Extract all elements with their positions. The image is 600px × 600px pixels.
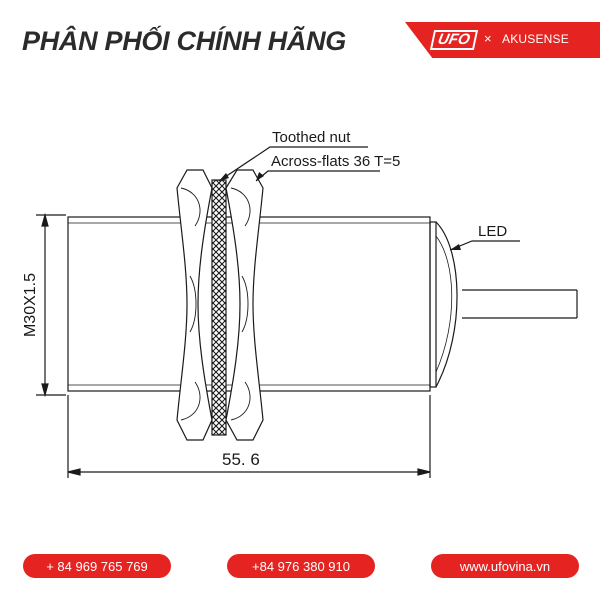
website-text: www.ufovina.vn <box>459 558 551 574</box>
toothed-nut-leader-arrow <box>219 173 229 181</box>
label-across-flats: Across-flats 36 T=5 <box>271 153 400 170</box>
phone-2-text: +84 976 380 910 <box>252 558 350 574</box>
label-toothed-nut: Toothed nut <box>272 129 351 146</box>
brand-separator: × <box>484 31 492 46</box>
nut-left <box>176 169 213 441</box>
nut-left-bulge-mid <box>189 275 197 333</box>
led-leader-arrow <box>450 244 461 250</box>
led-dome-inner <box>435 235 453 373</box>
website-button[interactable]: www.ufovina.vn <box>431 554 579 578</box>
nut-right-bulge-top <box>230 187 251 227</box>
brand-partner: AKUSENSE <box>502 32 569 46</box>
across-flats-leader-arrow <box>256 172 264 181</box>
phone-1-text: + 84 969 765 769 <box>46 558 148 574</box>
across-flats-leader <box>255 170 380 182</box>
phone-2-button[interactable]: +84 976 380 910 <box>227 554 375 578</box>
brand-banner <box>405 22 600 58</box>
phone-1-button[interactable]: + 84 969 765 769 <box>23 554 171 578</box>
length-arrow-left <box>67 468 81 476</box>
toothed-washer <box>211 179 227 436</box>
thread-arrow-top <box>41 212 49 227</box>
nut-right-bulge-mid <box>241 275 249 333</box>
nut-left-bulge-bottom <box>180 381 201 421</box>
end-cap <box>429 221 437 388</box>
nut-right <box>225 169 264 441</box>
page-title: PHÂN PHỐI CHÍNH HÃNG <box>22 26 347 56</box>
nut-right-bulge-bottom <box>230 381 251 421</box>
label-thread: M30X1.5 <box>22 273 39 337</box>
nut-left-bulge-top <box>180 187 201 227</box>
led-dome <box>435 221 458 388</box>
label-led: LED <box>478 223 507 240</box>
length-arrow-right <box>417 468 431 476</box>
label-length: 55. 6 <box>222 450 260 469</box>
thread-arrow-bottom <box>41 383 49 398</box>
toothed-nut-leader <box>218 146 368 182</box>
